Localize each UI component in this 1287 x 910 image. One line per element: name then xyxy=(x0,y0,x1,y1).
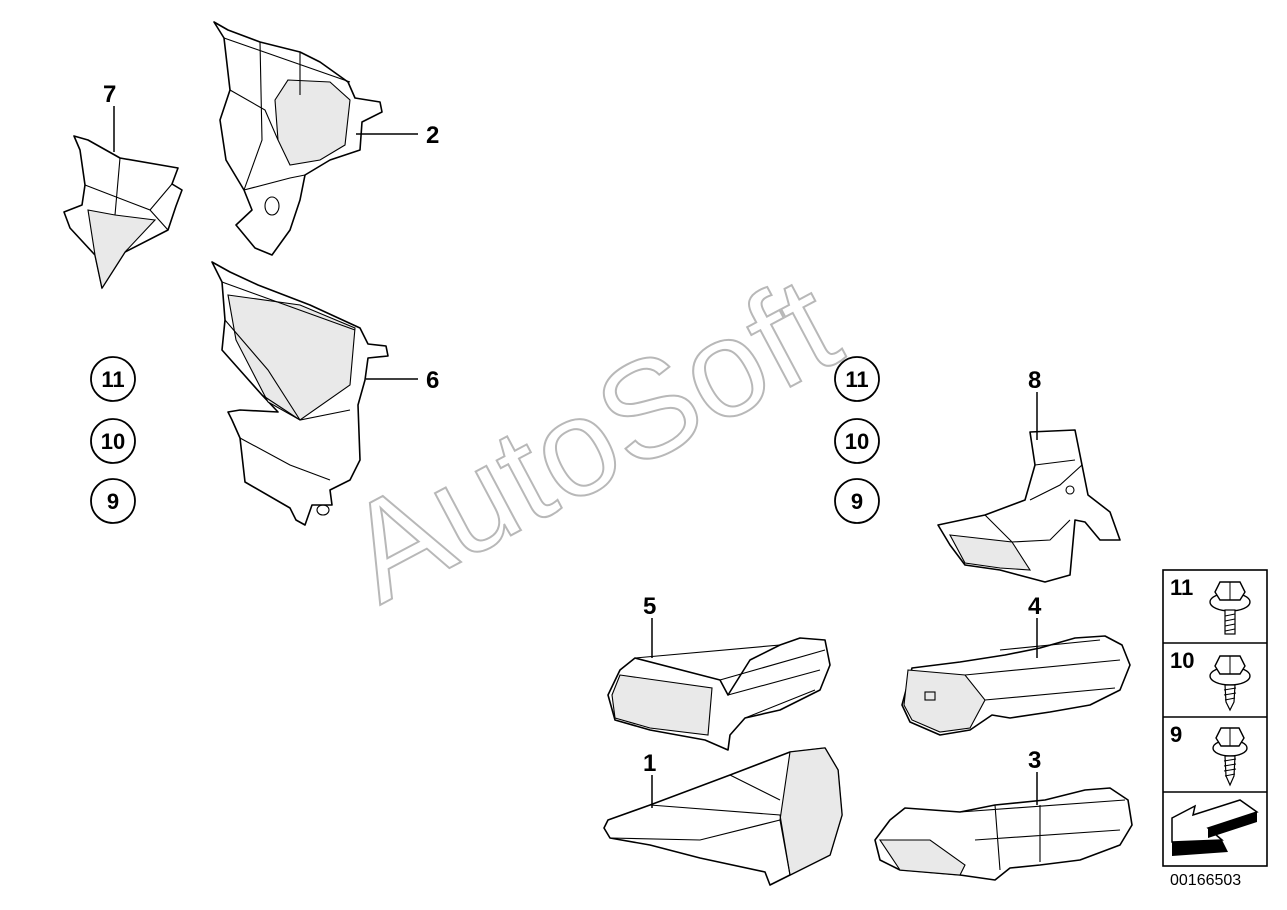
bolt-11-icon xyxy=(1209,581,1251,635)
part-3-duct xyxy=(874,787,1133,881)
callout-2: 2 xyxy=(426,122,439,149)
right-circle-11: 11 xyxy=(845,367,868,392)
part-4-duct xyxy=(901,635,1131,736)
callout-6: 6 xyxy=(426,367,439,394)
left-circled-refs: 11 10 9 xyxy=(90,356,136,524)
panel-label-11: 11 xyxy=(1170,575,1193,600)
screw-9-icon xyxy=(1212,727,1248,787)
panel-label-9: 9 xyxy=(1170,722,1182,747)
panel-label-10: 10 xyxy=(1170,648,1194,673)
watermark: AutoSoft xyxy=(322,247,862,631)
right-circle-9: 9 xyxy=(851,489,863,514)
part-1-duct xyxy=(603,747,843,886)
callout-8: 8 xyxy=(1028,367,1041,394)
right-circled-refs: 11 10 9 xyxy=(834,356,880,524)
part-8-duct xyxy=(937,429,1121,583)
left-circle-10: 10 xyxy=(101,429,125,454)
diagram-reference-number: 00166503 xyxy=(1170,872,1241,889)
callout-4: 4 xyxy=(1028,593,1042,620)
leader-lines xyxy=(113,106,1038,808)
callout-3: 3 xyxy=(1028,747,1041,774)
callout-1: 1 xyxy=(643,750,656,777)
callout-7: 7 xyxy=(103,81,116,108)
callout-5: 5 xyxy=(643,593,656,620)
left-circle-11: 11 xyxy=(101,367,124,392)
left-circle-9: 9 xyxy=(107,489,119,514)
part-6-duct xyxy=(211,261,389,526)
right-circle-10: 10 xyxy=(845,429,869,454)
callout-numbers: 7 2 6 8 5 4 1 3 xyxy=(103,81,1042,777)
screw-10-icon xyxy=(1209,655,1251,712)
direction-arrow-icon xyxy=(1171,799,1259,856)
part-5-duct xyxy=(607,637,831,751)
fastener-panel: 11 10 9 xyxy=(1162,569,1268,867)
part-2-duct xyxy=(213,21,383,256)
part-7-duct xyxy=(63,135,183,290)
